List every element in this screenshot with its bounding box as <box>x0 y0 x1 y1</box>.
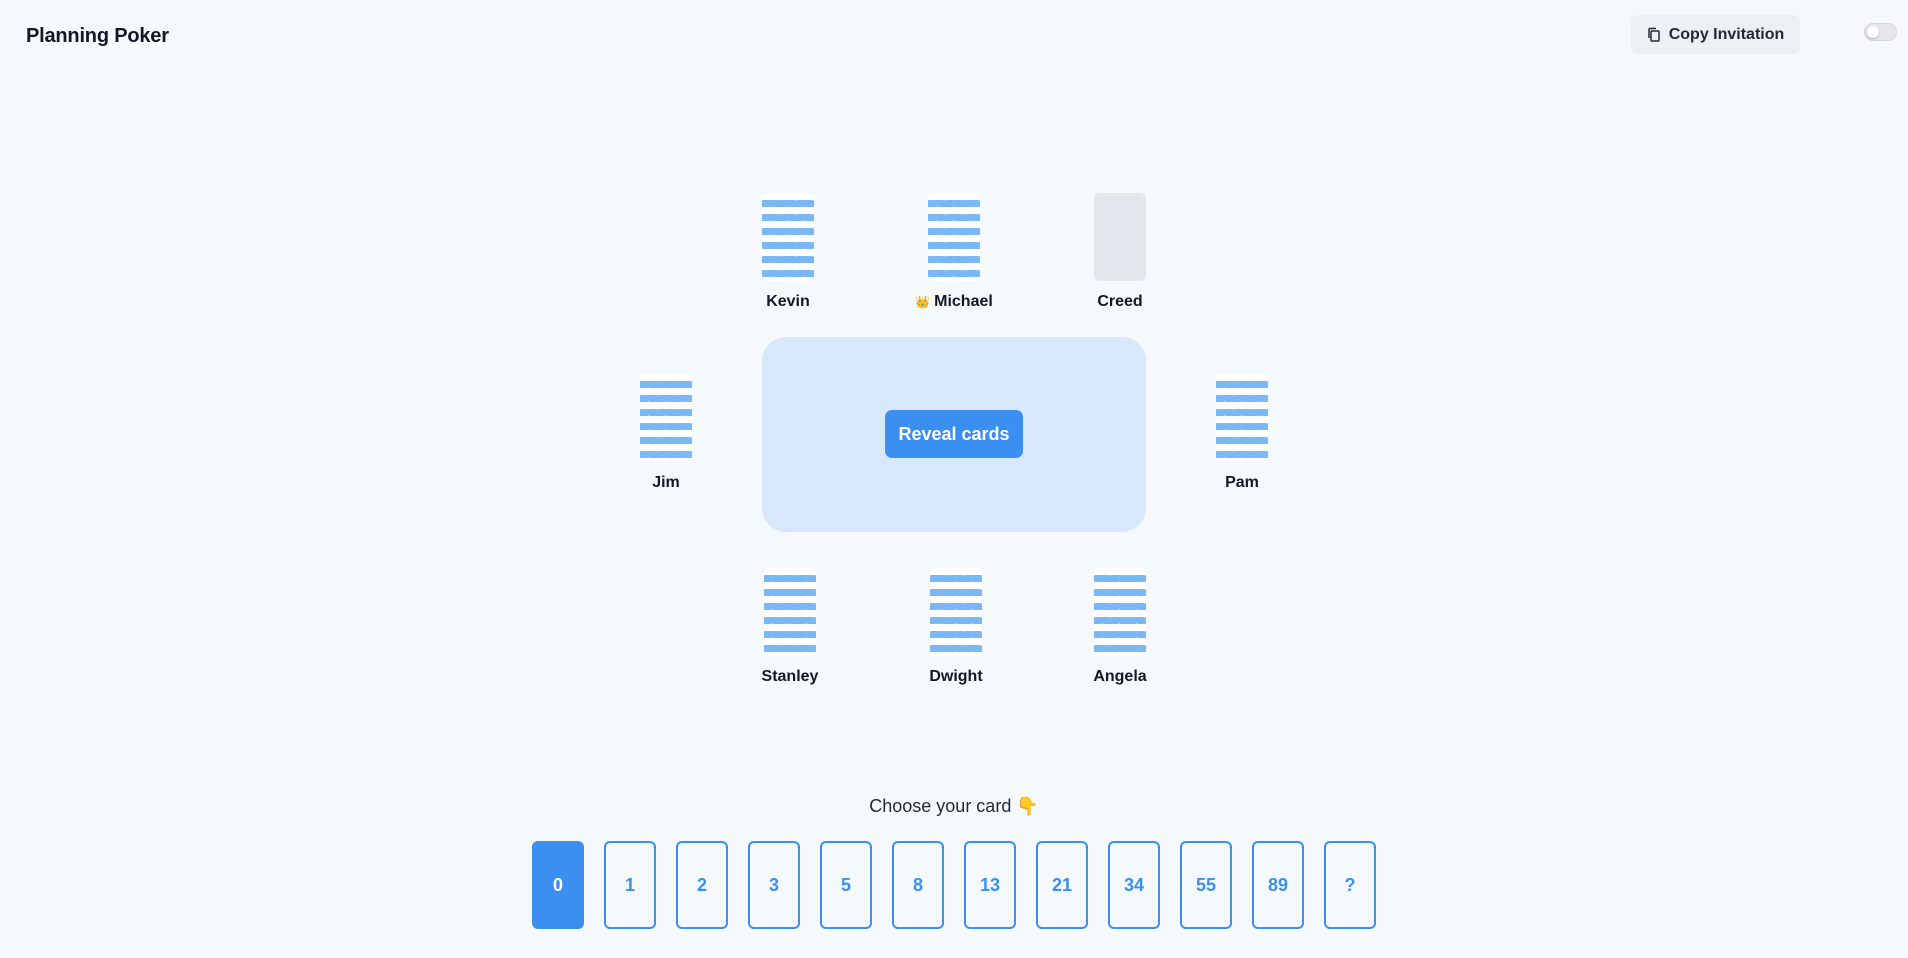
player-seat: Angela <box>1060 568 1180 686</box>
deck-card[interactable]: 3 <box>748 841 800 929</box>
deck-card[interactable]: 55 <box>1180 841 1232 929</box>
copy-icon <box>1647 27 1661 42</box>
choose-card-prompt: Choose your card 👇 <box>869 796 1039 816</box>
theme-toggle[interactable] <box>1864 23 1897 41</box>
deck-card[interactable]: 0 <box>532 841 584 929</box>
face-down-card <box>928 193 980 281</box>
player-name: Stanley <box>761 668 819 685</box>
player-seat: Stanley <box>730 568 850 686</box>
copy-invitation-label: Copy Invitation <box>1668 25 1785 43</box>
empty-card-slot <box>1094 193 1146 281</box>
deck-card[interactable]: 8 <box>892 841 944 929</box>
deck-card[interactable]: ? <box>1324 841 1376 929</box>
player-seat: Pam <box>1182 374 1302 492</box>
deck-card[interactable]: 13 <box>964 841 1016 929</box>
player-name: Creed <box>1097 293 1143 310</box>
face-down-card <box>930 568 982 656</box>
app-title: Planning Poker <box>26 25 169 47</box>
reveal-cards-button[interactable]: Reveal cards <box>885 410 1023 458</box>
toggle-knob <box>1867 26 1879 38</box>
player-name: Kevin <box>766 293 810 310</box>
player-name: Jim <box>652 474 680 491</box>
face-down-card <box>764 568 816 656</box>
deck-card[interactable]: 5 <box>820 841 872 929</box>
player-name: Angela <box>1093 668 1147 685</box>
copy-invitation-button[interactable]: Copy Invitation <box>1631 15 1800 54</box>
deck-card[interactable]: 1 <box>604 841 656 929</box>
player-seat: Kevin <box>728 193 848 311</box>
face-down-card <box>1094 568 1146 656</box>
player-seat: 👑 Michael <box>894 193 1014 311</box>
deck-card[interactable]: 21 <box>1036 841 1088 929</box>
card-deck: 0 1 2 3 5 8 13 21 34 55 89 ? <box>532 841 1376 929</box>
player-seat: Dwight <box>896 568 1016 686</box>
player-name: 👑 Michael <box>915 293 993 310</box>
deck-card[interactable]: 89 <box>1252 841 1304 929</box>
deck-card[interactable]: 34 <box>1108 841 1160 929</box>
player-seat: Jim <box>606 374 726 492</box>
player-name: Dwight <box>929 668 983 685</box>
face-down-card <box>1216 374 1268 462</box>
player-name: Pam <box>1225 474 1259 491</box>
face-down-card <box>640 374 692 462</box>
player-seat: Creed <box>1060 193 1180 311</box>
face-down-card <box>762 193 814 281</box>
deck-card[interactable]: 2 <box>676 841 728 929</box>
crown-icon: 👑 <box>915 295 931 309</box>
